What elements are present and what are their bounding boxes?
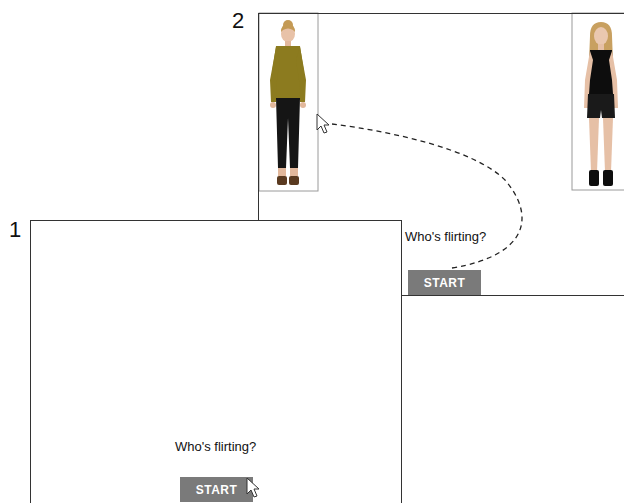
photo-frame (572, 13, 624, 190)
screen-number: 1 (9, 219, 21, 241)
start-button: START (180, 477, 253, 502)
prompt-text: Who's flirting? (405, 229, 486, 245)
text-holder: Who's flirting? (405, 229, 486, 245)
photo-frame (259, 13, 318, 191)
woman-figure (270, 20, 306, 185)
button-label: START (196, 484, 238, 496)
text-holder: 1 (9, 219, 21, 241)
prompt-text: Who's flirting? (175, 439, 256, 455)
mouse-cursor (247, 478, 259, 497)
start-button: START (408, 270, 481, 295)
mouse-cursor (317, 114, 329, 133)
text-holder: 2 (232, 10, 244, 32)
screen-panel: 1Who's flirting?START (30, 220, 402, 503)
screen-number: 2 (232, 10, 244, 32)
woman-figure (584, 22, 618, 186)
button-label: START (424, 277, 466, 289)
text-holder: Who's flirting? (175, 439, 256, 455)
